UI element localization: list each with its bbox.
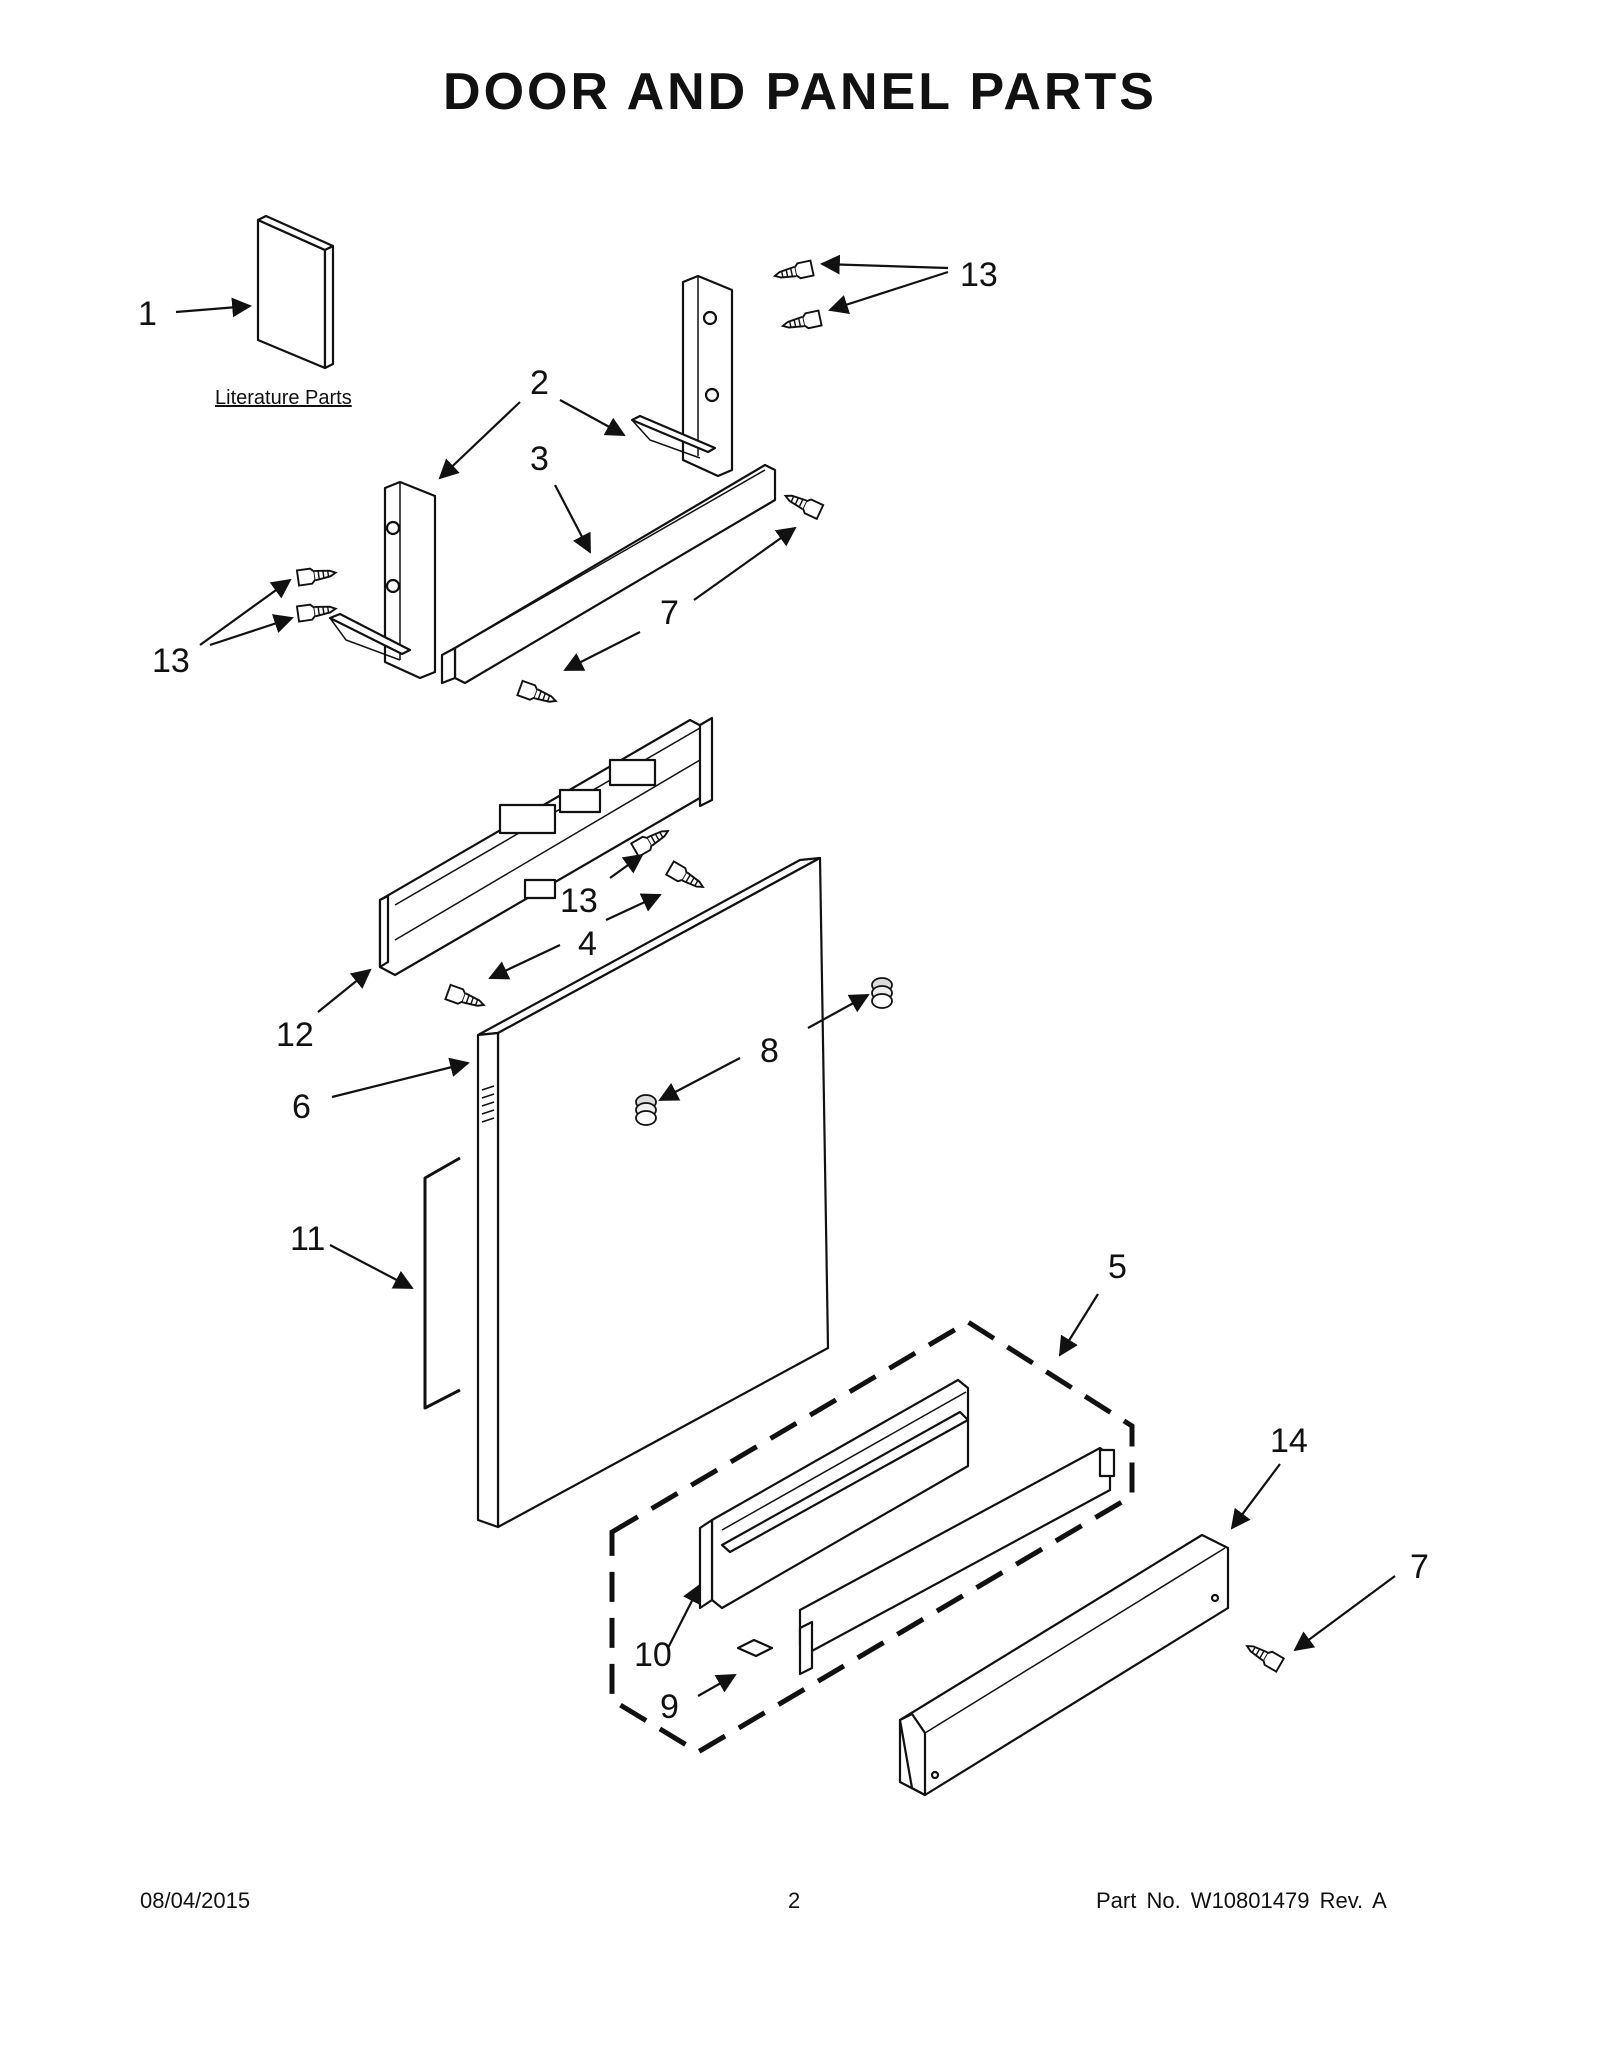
screw-7-rail-right bbox=[781, 488, 825, 520]
door-gasket bbox=[423, 1156, 461, 1410]
support-rail bbox=[440, 463, 777, 685]
leader-11 bbox=[329, 1244, 414, 1289]
toe-panel-block bbox=[698, 1378, 970, 1610]
leader-7-bottom bbox=[1293, 1575, 1396, 1652]
leader-3 bbox=[554, 484, 591, 554]
leader-13-left-1 bbox=[199, 578, 292, 646]
callout-13-console: 13 bbox=[560, 882, 598, 920]
leader-1 bbox=[175, 297, 252, 318]
screw-4-left bbox=[444, 983, 488, 1014]
callout-14: 14 bbox=[1270, 1422, 1308, 1460]
toe-panel-slide bbox=[798, 1446, 1116, 1676]
leader-7-left bbox=[563, 631, 641, 671]
door-vent-slots bbox=[481, 1085, 495, 1123]
bumper-8-left bbox=[635, 1094, 657, 1126]
clip bbox=[736, 1638, 774, 1658]
leader-8-right bbox=[807, 994, 870, 1029]
leader-5 bbox=[1058, 1293, 1099, 1357]
leader-2-right bbox=[559, 399, 626, 436]
screw-7-rail-left bbox=[516, 679, 560, 710]
leader-13-left-2 bbox=[209, 614, 294, 647]
callout-13-top: 13 bbox=[960, 256, 998, 294]
door-panel bbox=[476, 856, 830, 1529]
callout-2: 2 bbox=[530, 364, 549, 402]
right-hinge-bracket bbox=[630, 274, 734, 478]
callout-4: 4 bbox=[578, 925, 597, 963]
callout-11: 11 bbox=[290, 1220, 325, 1258]
leader-13-console bbox=[609, 853, 644, 879]
screw-13-top-2 bbox=[780, 309, 823, 335]
footer-date: 08/04/2015 bbox=[140, 1888, 251, 1913]
leader-14 bbox=[1230, 1463, 1281, 1530]
screw-4-right bbox=[665, 860, 708, 895]
callout-8: 8 bbox=[760, 1032, 779, 1070]
footer-part-number: Part No. W10801479 Rev. A bbox=[1096, 1888, 1387, 1913]
leader-4-left bbox=[488, 944, 561, 980]
left-hinge-bracket bbox=[328, 480, 437, 680]
leader-7-right bbox=[693, 526, 797, 601]
callout-7-rail: 7 bbox=[660, 594, 679, 632]
leader-13-top-1 bbox=[820, 254, 949, 275]
leader-6 bbox=[331, 1057, 470, 1099]
leader-10 bbox=[667, 1583, 701, 1649]
callout-9: 9 bbox=[660, 1688, 679, 1726]
callout-7-bottom: 7 bbox=[1410, 1548, 1429, 1586]
screw-13-left-1 bbox=[295, 564, 338, 587]
callout-3: 3 bbox=[530, 440, 549, 478]
page-title: DOOR AND PANEL PARTS bbox=[443, 63, 1157, 121]
control-console bbox=[378, 716, 714, 977]
screw-7-bottom bbox=[1242, 1638, 1285, 1673]
callout-6: 6 bbox=[292, 1088, 311, 1126]
literature-parts-label: Literature Parts bbox=[215, 387, 352, 409]
callout-1: 1 bbox=[138, 295, 157, 333]
callout-13-left: 13 bbox=[152, 642, 190, 680]
callout-5: 5 bbox=[1108, 1248, 1127, 1286]
leader-12 bbox=[317, 968, 372, 1013]
leader-13-top-2 bbox=[828, 270, 949, 314]
literature-booklet bbox=[256, 214, 335, 370]
leader-8-left bbox=[658, 1057, 741, 1101]
callout-10: 10 bbox=[634, 1636, 672, 1674]
leader-4-right bbox=[605, 893, 662, 921]
footer-page-number: 2 bbox=[788, 1888, 801, 1913]
lower-toe-panel bbox=[898, 1533, 1230, 1797]
screw-13-top-1 bbox=[772, 259, 815, 285]
leader-9 bbox=[697, 1674, 737, 1697]
leader-2-left bbox=[438, 401, 521, 480]
bumper-8-right bbox=[871, 977, 893, 1009]
callout-12: 12 bbox=[276, 1016, 314, 1054]
